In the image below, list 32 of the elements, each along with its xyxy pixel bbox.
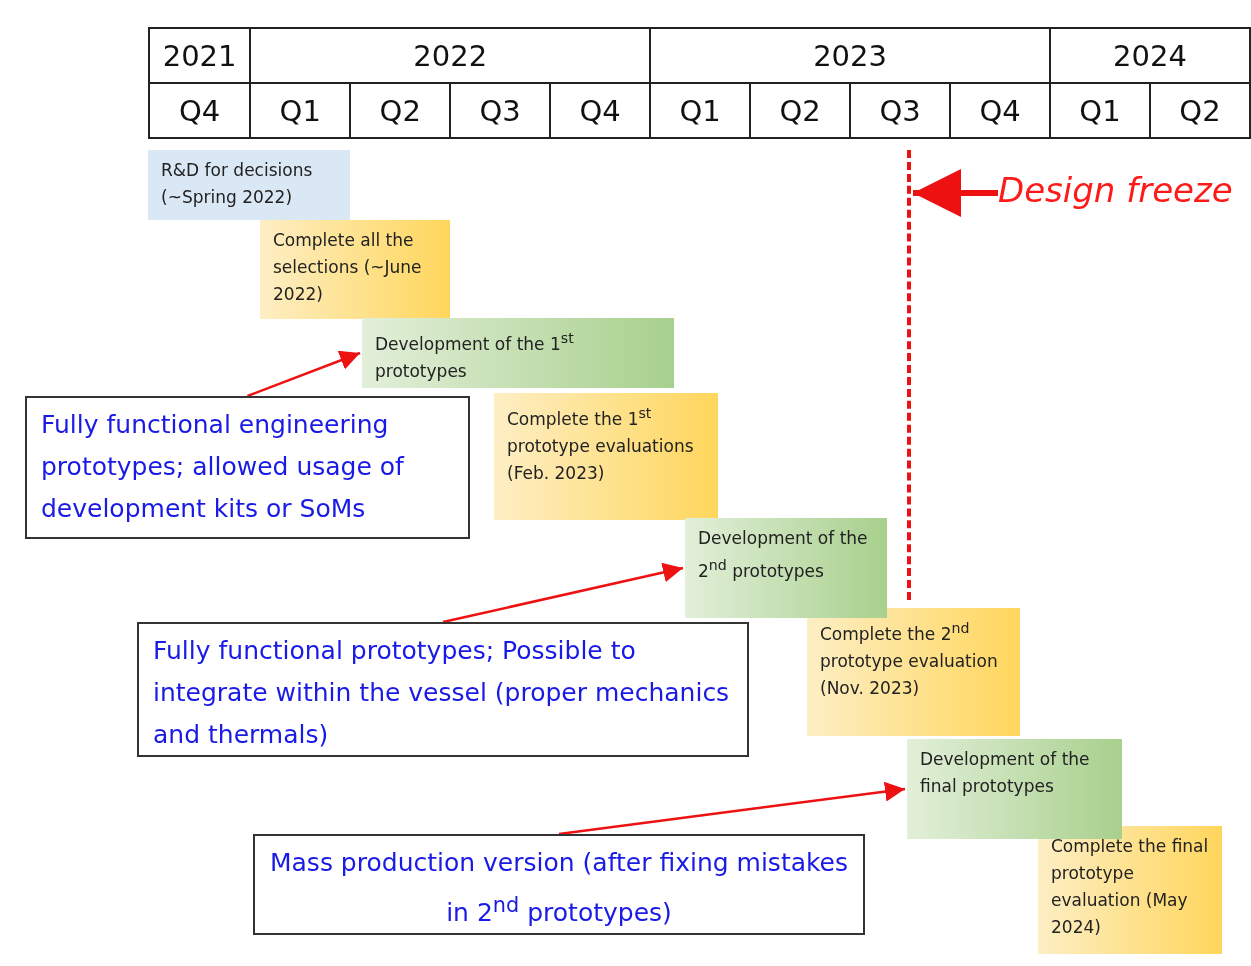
arrow [913, 169, 998, 217]
design-freeze-line [907, 150, 911, 600]
arrow [442, 562, 684, 624]
task-box: R&D for decisions (~Spring 2022) [148, 150, 350, 220]
quarter-cell: Q3 [450, 83, 551, 138]
milestone-box: Complete all the selections (~June 2022) [260, 220, 450, 319]
arrow [247, 350, 361, 398]
milestone-box: Complete the 1$^{st}$ prototype evaluations (Feb. 2023) [494, 393, 718, 520]
task-box: Development of the 2$^{nd}$ prototypes [685, 518, 887, 618]
quarter-cell: Q2 [350, 83, 451, 138]
quarter-cell: Q4 [149, 83, 251, 138]
milestone-label: Design freeze [998, 170, 1248, 216]
note-box: Fully functional prototypes; Possible to integrate within the vessel (proper mechanics and thermals) [137, 622, 749, 757]
arrow [558, 781, 906, 836]
note-box: Mass production version (after fixing mistakes in 2$^{nd}$ prototypes) [253, 834, 865, 935]
milestone-box: Complete the final prototype evaluation (May 2024) [1038, 826, 1222, 954]
quarter-cell: Q3 [850, 83, 951, 138]
year-cell: 2021 [149, 28, 251, 83]
year-cell: 2022 [250, 28, 651, 83]
task-box: Development of the 1$^{st}$ prototypes [362, 318, 674, 388]
quarter-cell: Q1 [650, 83, 751, 138]
task-box: Development of the final prototypes [907, 739, 1122, 839]
quarter-cell: Q4 [950, 83, 1050, 138]
quarter-cell: Q2 [750, 83, 851, 138]
quarter-cell: Q1 [250, 83, 351, 138]
quarter-cell: Q2 [1149, 83, 1250, 138]
quarter-cell: Q4 [550, 83, 651, 138]
milestone-box: Complete the 2$^{nd}$ prototype evaluation (Nov. 2023) [807, 608, 1020, 736]
year-cell: 2024 [1050, 28, 1250, 83]
note-box: Fully functional engineering prototypes; allowed usage of development kits or SoMs [25, 396, 470, 539]
quarter-cell: Q1 [1050, 83, 1150, 138]
year-cell: 2023 [650, 28, 1050, 83]
